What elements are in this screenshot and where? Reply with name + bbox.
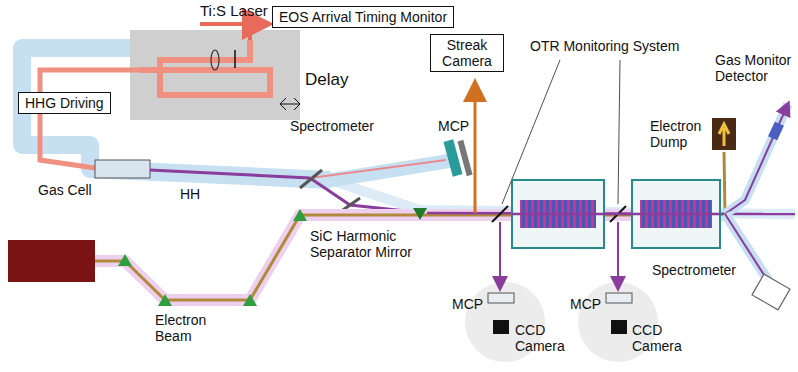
part-label: HH: [180, 186, 200, 202]
box-label: HHG Driving: [25, 95, 104, 111]
instrument-box: EOS Arrival Timing Monitor: [272, 6, 454, 28]
part-label: Ti:S Laser: [200, 2, 268, 19]
instrument-box: HHG Driving: [18, 92, 111, 114]
part-label: Electron Beam: [155, 312, 225, 344]
box-label: EOS Arrival Timing Monitor: [279, 9, 447, 25]
part-label: CCD Camera: [515, 322, 575, 354]
part-label: Gas Cell: [38, 182, 92, 198]
part-label: MCP: [438, 118, 469, 134]
part-label: Delay: [305, 70, 348, 89]
part-label: OTR Monitoring System: [530, 38, 679, 54]
part-label: SiC Harmonic Separator Mirror: [310, 228, 428, 260]
box-label: Streak Camera: [437, 37, 497, 69]
part-label: CCD Camera: [632, 322, 692, 354]
part-label: Electron Dump: [650, 118, 710, 150]
part-label: Spectrometer: [290, 118, 374, 134]
part-label: Gas Monitor Detector: [715, 52, 795, 84]
part-label: MCP: [452, 296, 483, 312]
part-label: MCP: [570, 296, 601, 312]
instrument-box: Streak Camera: [430, 34, 504, 72]
part-label: Spectrometer: [652, 262, 736, 278]
